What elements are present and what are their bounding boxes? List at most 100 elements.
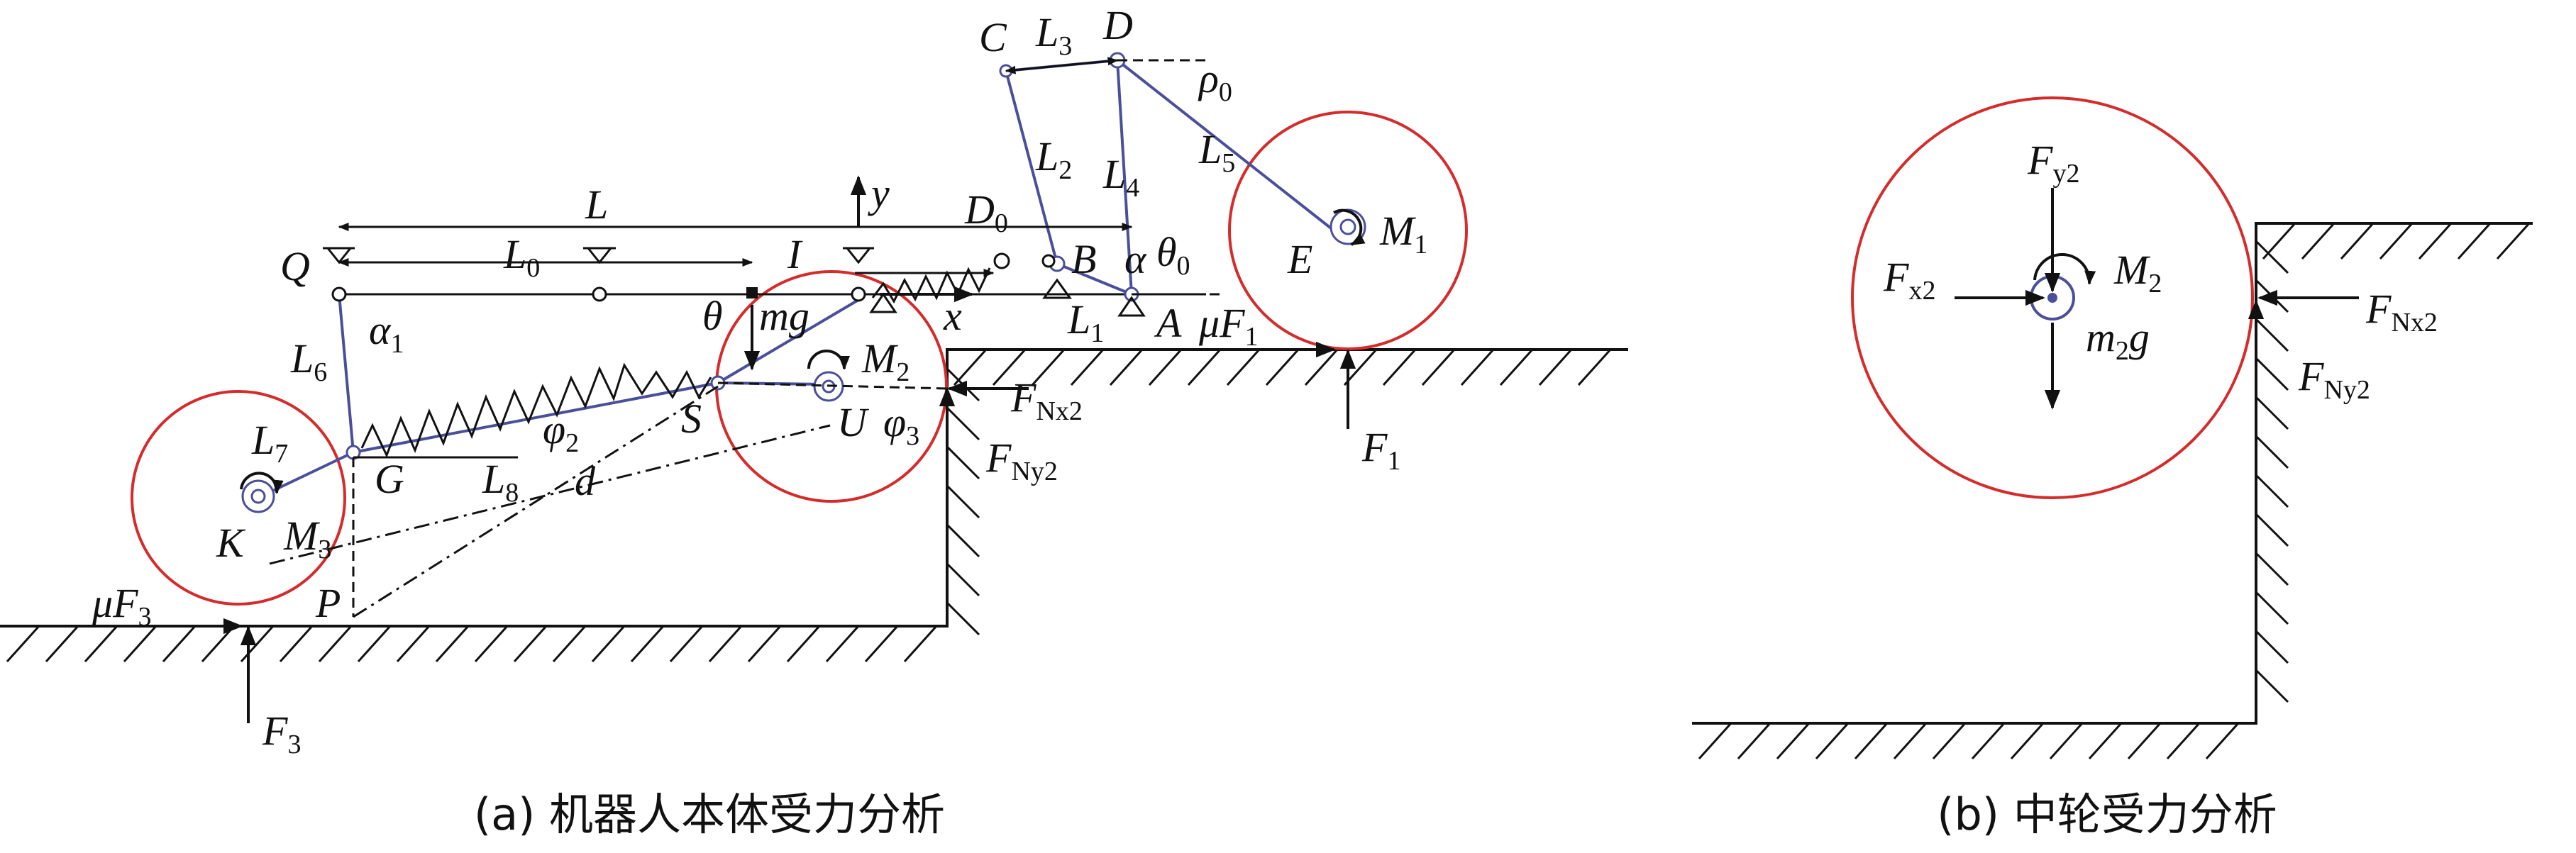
hatch-line	[279, 625, 314, 663]
panel-a: C D L3 ρ0 L2 L4 L5 M1 E D0 B α θ0 A L1 μ…	[0, 2, 1628, 840]
hatch-line	[786, 625, 821, 663]
hatch-line	[2255, 552, 2289, 586]
hatch-line	[946, 484, 980, 519]
hatch-line	[2255, 591, 2289, 625]
hatch-line	[1382, 348, 1417, 386]
panel-a-labels: C D L3 ρ0 L2 L4 L5 M1 E D0 B α θ0 A L1 μ…	[92, 2, 1427, 759]
label-L8: L8	[482, 456, 519, 508]
hatch-line	[903, 625, 938, 663]
hatch-line	[2205, 722, 2240, 760]
label-L: L	[585, 182, 608, 228]
hatch-line	[708, 625, 743, 663]
hatch-line	[2301, 222, 2335, 260]
label-F1: F1	[1361, 424, 1400, 476]
wheel-center	[2047, 293, 2057, 303]
mass-center	[746, 287, 758, 299]
hatch-line	[1854, 722, 1889, 760]
label-FNy2: FNy2	[2298, 353, 2370, 405]
hatch-line	[513, 625, 548, 663]
hatch-line	[2340, 222, 2375, 260]
label-D0: D0	[964, 186, 1008, 238]
label-phi2: φ2	[543, 406, 579, 458]
label-K: K	[216, 520, 246, 566]
label-L4: L4	[1102, 151, 1139, 203]
panel-b: Fy2 Fx2 M2 m2g FNx2 FNy2 (b) 中轮受力分析	[1692, 96, 2533, 840]
hatch-line	[1421, 348, 1456, 386]
label-L1: L1	[1067, 296, 1104, 348]
label-L3: L3	[1035, 9, 1072, 61]
hatch-line	[1499, 348, 1534, 386]
label-theta: θ	[702, 293, 723, 339]
hatch-line	[953, 348, 988, 386]
hatch-line	[946, 601, 980, 636]
hatch-line	[2255, 318, 2289, 352]
label-Fy2: Fy2	[2027, 137, 2079, 189]
hatch-line	[2418, 222, 2453, 260]
caption-b: (b) 中轮受力分析	[1937, 788, 2277, 840]
label-Q: Q	[280, 243, 310, 289]
label-M3: M3	[283, 513, 331, 564]
step-hatching	[1698, 222, 2531, 760]
hatch-line	[2049, 722, 2084, 760]
hatch-line	[591, 625, 626, 663]
hatch-line	[1109, 348, 1144, 386]
label-alpha: α	[1124, 236, 1147, 282]
main-spring	[360, 362, 712, 458]
label-S: S	[681, 396, 702, 442]
hatch-line	[946, 406, 980, 441]
label-FNx2: FNx2	[2365, 286, 2438, 338]
label-L6: L6	[290, 335, 327, 387]
hatch-line	[162, 625, 197, 663]
hatch-line	[1815, 722, 1850, 760]
hatch-line	[1226, 348, 1261, 386]
label-L7: L7	[251, 417, 288, 469]
hatch-line	[864, 625, 899, 663]
middle-wheel-detail	[1851, 96, 2254, 499]
hatch-line	[2088, 722, 2123, 760]
hatch-line	[123, 625, 157, 663]
label-d: d	[575, 458, 596, 504]
hatch-line	[1698, 722, 1732, 760]
label-y: y	[868, 170, 890, 216]
label-E: E	[1287, 236, 1312, 282]
label-x: x	[943, 293, 962, 339]
hatch-line	[2255, 279, 2289, 313]
hatch-line	[2255, 474, 2289, 508]
hatch-line	[2166, 722, 2201, 760]
hatch-line	[946, 523, 980, 558]
hatch-line	[240, 625, 275, 663]
label-phi3: φ3	[883, 399, 919, 451]
hatch-line	[1187, 348, 1222, 386]
hatch-line	[1776, 722, 1811, 760]
rear-wheel	[131, 390, 346, 606]
joints	[241, 52, 1366, 513]
hatch-line	[1070, 348, 1105, 386]
hatch-line	[630, 625, 665, 663]
label-m2g: m2g	[2086, 314, 2150, 366]
label-L2: L2	[1035, 133, 1072, 185]
hatch-line	[1148, 348, 1183, 386]
hatch-line	[318, 625, 353, 663]
supports	[323, 247, 1146, 317]
label-Fx2: Fx2	[1883, 254, 1935, 306]
label-I: I	[787, 231, 803, 277]
label-M2: M2	[2113, 247, 2162, 299]
dimension-lines	[269, 57, 1220, 618]
hatch-line	[45, 625, 79, 663]
hatch-line	[2255, 396, 2289, 430]
hatch-line	[552, 625, 587, 663]
hatch-line	[1304, 348, 1339, 386]
panel-b-arrows	[1955, 188, 2359, 410]
ground-hatching	[6, 348, 1612, 663]
hatch-line	[1265, 348, 1300, 386]
label-FNy2: FNy2	[985, 435, 1058, 486]
label-B: B	[1071, 236, 1096, 282]
hatch-line	[747, 625, 782, 663]
label-muF1: μF1	[1198, 300, 1259, 352]
hatch-line	[435, 625, 470, 663]
label-L0: L0	[503, 231, 540, 283]
hatch-line	[2255, 669, 2289, 703]
label-A: A	[1154, 300, 1182, 346]
hatch-line	[396, 625, 431, 663]
force-arrows	[135, 175, 1366, 723]
